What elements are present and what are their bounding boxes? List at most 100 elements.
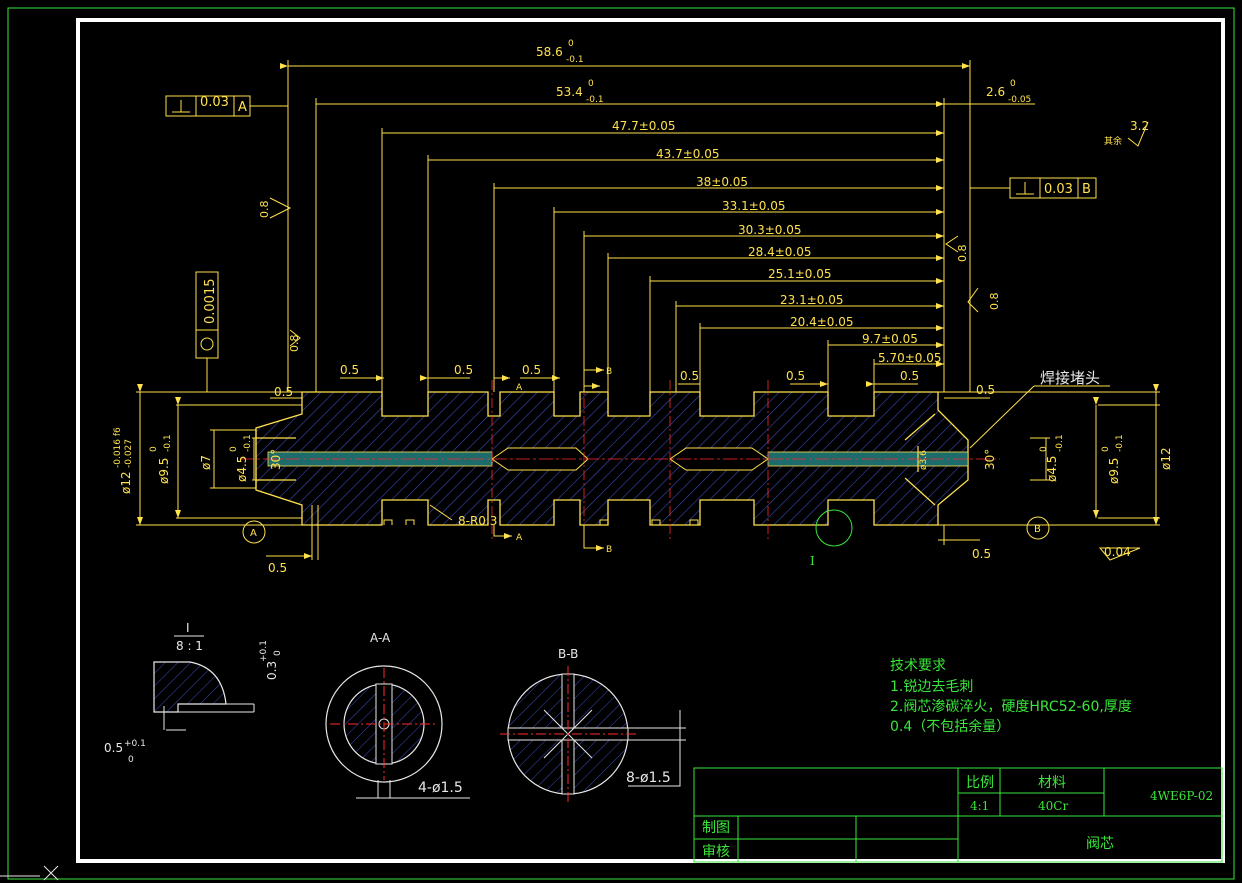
svg-text:0.5: 0.5 [680, 369, 699, 383]
svg-text:0.5: 0.5 [104, 741, 123, 755]
dim-9: 9.7±0.05 [862, 332, 918, 346]
svg-text:0: 0 [1010, 79, 1016, 89]
svg-text:8 : 1: 8 : 1 [176, 639, 203, 653]
dim-30: 30.3±0.05 [738, 223, 802, 237]
svg-text:0.5: 0.5 [340, 363, 359, 377]
dim-53: 53.4 [556, 85, 583, 99]
svg-text:0.5: 0.5 [522, 363, 541, 377]
svg-text:0: 0 [588, 79, 594, 89]
detail-marker: I [810, 554, 815, 568]
svg-text:A: A [250, 528, 257, 539]
section-a-a: A-A 4-ø1.5 [325, 631, 470, 799]
svg-text:+0.1: +0.1 [259, 640, 269, 662]
svg-text:-0.1: -0.1 [1115, 434, 1125, 452]
roughness-symbols [269, 121, 1149, 347]
svg-text:0.8: 0.8 [956, 245, 969, 263]
shaft-body [240, 380, 1000, 540]
outer-frame [7, 7, 1235, 880]
svg-text:ø3.6: ø3.6 [919, 450, 929, 470]
ucs-icon [0, 865, 59, 881]
svg-text:-0.05: -0.05 [1008, 95, 1031, 105]
svg-text:ø9.5: ø9.5 [1107, 458, 1121, 484]
svg-text:ø12: ø12 [1159, 447, 1173, 470]
svg-text:0.5: 0.5 [268, 561, 287, 575]
detail-view-i: I 8 : 1 0.5 +0.1 0 0.3 +0.1 0 [104, 621, 283, 765]
section-b-b: B-B 8-ø1.5 [500, 647, 686, 802]
svg-text:30°: 30° [983, 449, 997, 470]
svg-text:0.5: 0.5 [976, 383, 995, 397]
svg-text:A: A [516, 533, 523, 543]
svg-text:-0.016 f6: -0.016 f6 [113, 427, 123, 468]
dim-28: 28.4±0.05 [748, 245, 812, 259]
tech-item-2: 2.阀芯渗碳淬火，硬度HRC52-60,厚度 [890, 699, 1132, 715]
radius-label: 8-R0.3 [458, 514, 497, 528]
svg-text:0.8: 0.8 [988, 293, 1001, 311]
dim-33: 33.1±0.05 [722, 199, 786, 213]
svg-text:-0.1: -0.1 [566, 55, 584, 65]
gdt-frames [165, 95, 1097, 547]
dim-5: 5.70±0.05 [878, 351, 942, 365]
svg-text:0: 0 [149, 446, 159, 452]
main-dim-text: 58.6 0 -0.1 53.4 0 -0.1 47.7±0.05 43.7±0… [113, 39, 1173, 575]
dim-43: 43.7±0.05 [656, 147, 720, 161]
inner-frame [76, 18, 1225, 863]
svg-text:0.03: 0.03 [1044, 182, 1073, 197]
weld-plug-label: 焊接堵头 [1040, 369, 1100, 387]
svg-text:0.8: 0.8 [288, 335, 301, 353]
dim-25: 25.1±0.05 [768, 267, 832, 281]
svg-text:其余: 其余 [1104, 135, 1122, 147]
svg-text:制图: 制图 [702, 820, 730, 836]
dim-58: 58.6 [536, 45, 563, 59]
tech-item-1: 1.锐边去毛刺 [890, 679, 973, 695]
svg-text:0.5: 0.5 [454, 363, 473, 377]
svg-text:2.6: 2.6 [986, 85, 1005, 99]
svg-text:4:1: 4:1 [970, 799, 989, 813]
technical-requirements: 技术要求 1.锐边去毛刺 2.阀芯渗碳淬火，硬度HRC52-60,厚度 0.4（… [890, 658, 1132, 735]
length-dimensions [136, 60, 1160, 561]
tech-title: 技术要求 [890, 658, 946, 674]
svg-text:40Cr: 40Cr [1038, 799, 1068, 813]
svg-text:-0.1: -0.1 [243, 434, 253, 452]
title-block [693, 767, 1223, 863]
svg-text:0.8: 0.8 [258, 201, 271, 219]
svg-text:-0.1: -0.1 [586, 95, 604, 105]
svg-text:B: B [606, 545, 612, 555]
svg-text:B: B [1082, 182, 1091, 197]
svg-text:3.2: 3.2 [1130, 119, 1149, 133]
svg-text:ø4.5: ø4.5 [1045, 456, 1059, 482]
svg-text:0: 0 [1039, 446, 1049, 452]
svg-text:B: B [606, 367, 612, 377]
svg-text:+0.1: +0.1 [124, 739, 146, 749]
svg-text:0: 0 [273, 650, 283, 656]
svg-text:-0.1: -0.1 [163, 434, 173, 452]
dim-20: 20.4±0.05 [790, 315, 854, 329]
dim-23: 23.1±0.05 [780, 293, 844, 307]
svg-text:审核: 审核 [702, 844, 730, 860]
svg-text:4-ø1.5: 4-ø1.5 [418, 780, 463, 796]
drawing-number: 4WE6P-02 [1150, 789, 1213, 803]
svg-text:0: 0 [229, 446, 239, 452]
svg-text:0: 0 [568, 39, 574, 49]
svg-text:0: 0 [1101, 446, 1111, 452]
svg-text:A: A [238, 100, 247, 115]
svg-text:0.5: 0.5 [274, 385, 293, 399]
svg-text:0.5: 0.5 [786, 369, 805, 383]
svg-text:0.03: 0.03 [200, 95, 229, 110]
svg-text:B: B [1034, 524, 1041, 535]
dim-47: 47.7±0.05 [612, 119, 676, 133]
tech-item-3: 0.4（不包括余量） [890, 718, 1010, 735]
svg-text:ø7: ø7 [199, 455, 213, 470]
svg-text:-0.1: -0.1 [1055, 434, 1065, 452]
svg-text:0.0015: 0.0015 [203, 279, 218, 325]
svg-text:A-A: A-A [370, 631, 391, 645]
svg-text:0.5: 0.5 [972, 547, 991, 561]
svg-text:A: A [516, 383, 523, 393]
svg-text:8-ø1.5: 8-ø1.5 [626, 770, 671, 786]
svg-text:0.04: 0.04 [1104, 545, 1131, 559]
svg-text:ø12: ø12 [119, 471, 133, 494]
svg-text:0.5: 0.5 [900, 369, 919, 383]
svg-text:ø4.5: ø4.5 [235, 456, 249, 482]
title-block-text: 比例 材料 4:1 40Cr 4WE6P-02 制图 审核 阀芯 [702, 775, 1213, 860]
svg-text:比例: 比例 [966, 775, 994, 791]
